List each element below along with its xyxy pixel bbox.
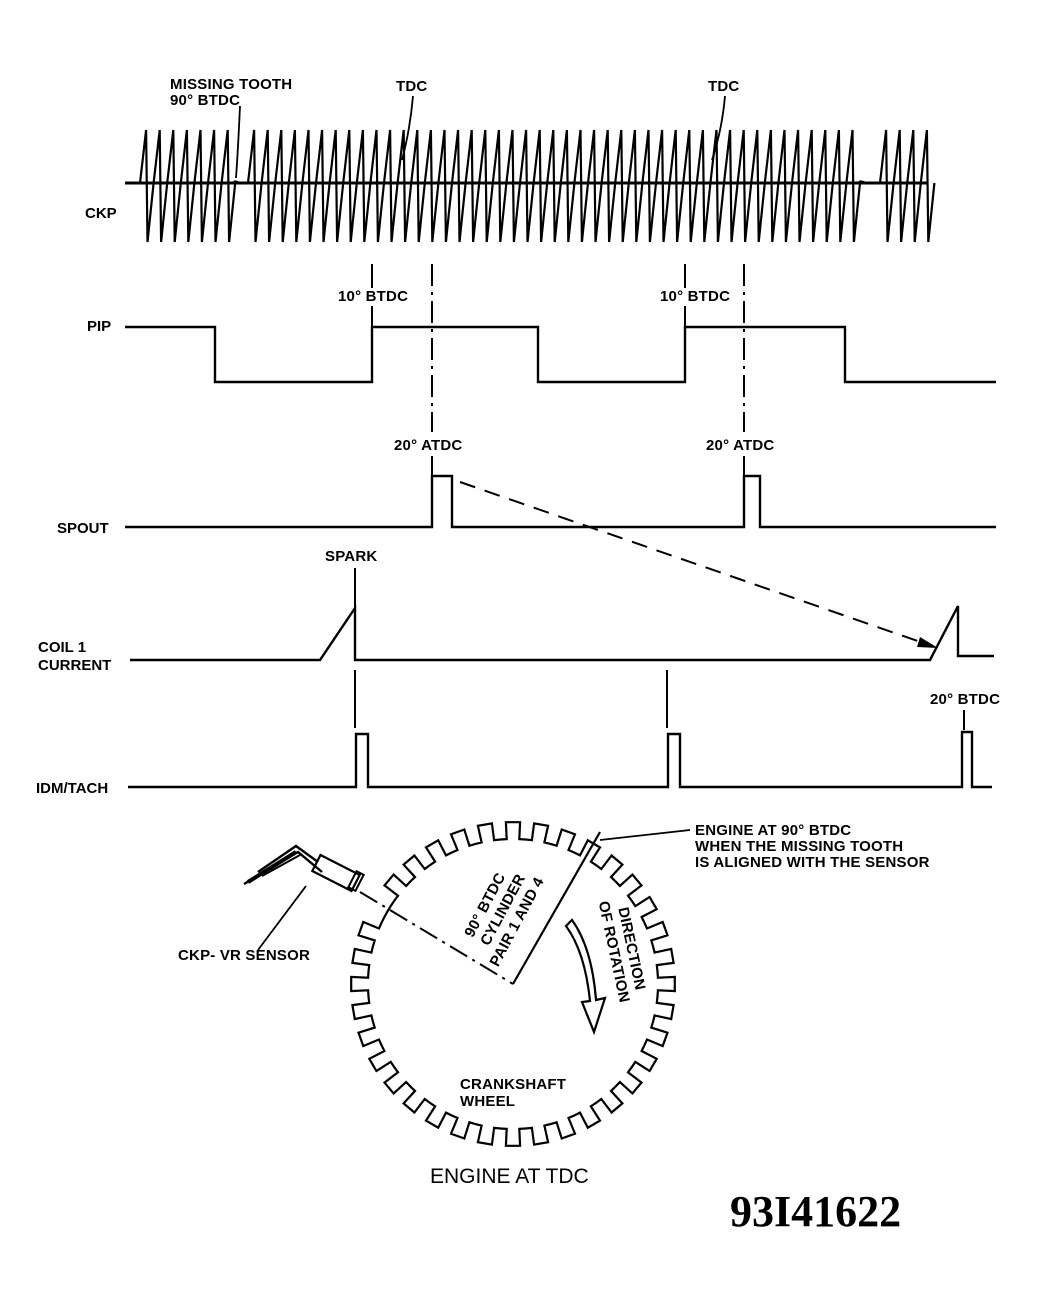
missing-tooth-leader <box>235 105 241 179</box>
atdc20-label-2: 20° ATDC <box>706 437 774 454</box>
sensor-leader <box>257 885 307 951</box>
ckp-label: CKP <box>85 205 117 222</box>
btdc10-label-1: 10° BTDC <box>338 288 408 305</box>
rotation-arrow-icon <box>564 918 607 1036</box>
coil-current-trace <box>130 604 994 662</box>
tdc-leader-1 <box>401 95 414 161</box>
ckp-trace <box>125 129 936 243</box>
engine-note-line2: WHEN THE MISSING TOOTH <box>695 838 903 855</box>
figure-number: 93I41622 <box>730 1187 901 1236</box>
wheel-caption: ENGINE AT TDC <box>430 1165 589 1188</box>
spout-trace <box>125 474 996 529</box>
btdc20-label: 20° BTDC <box>930 691 1000 708</box>
sensor-label: CKP- VR SENSOR <box>178 947 310 964</box>
spout-label: SPOUT <box>57 520 109 537</box>
tdc-label-2: TDC <box>708 78 739 95</box>
pip-trace <box>125 325 996 384</box>
tdc-leader-2 <box>711 95 726 161</box>
engine-note-line1: ENGINE AT 90° BTDC <box>695 822 851 839</box>
btdc10-label-2: 10° BTDC <box>660 288 730 305</box>
spout-to-coil-dashed <box>459 481 933 647</box>
rotation-label: DIRECTION OF ROTATION <box>595 900 649 1005</box>
missing-tooth-label: MISSING TOOTH <box>170 76 292 93</box>
engine-note-line3: IS ALIGNED WITH THE SENSOR <box>695 854 930 871</box>
missing-tooth-angle: 90° BTDC <box>170 92 240 109</box>
crankshaft-wheel-teeth <box>350 821 676 1147</box>
engine-note-leader <box>599 829 691 841</box>
coil-label-1: COIL 1 <box>38 639 86 656</box>
pip-label: PIP <box>87 318 111 335</box>
ckp-vr-sensor <box>243 844 365 893</box>
crankshaft-wheel <box>350 821 676 1147</box>
wheel-label-1: CRANKSHAFT <box>460 1076 566 1093</box>
cylinder-pair-label: 90° BTDC CYLINDER PAIR 1 AND 4 <box>461 870 548 969</box>
atdc20-label-1: 20° ATDC <box>394 437 462 454</box>
spark-label: SPARK <box>325 548 377 565</box>
coil-label-2: CURRENT <box>38 657 111 674</box>
ckp-waveform <box>138 129 936 243</box>
tdc-label-1: TDC <box>396 78 427 95</box>
dashed-arrowhead <box>917 637 938 648</box>
idm-label: IDM/TACH <box>36 780 108 797</box>
idm-trace <box>128 730 992 789</box>
wheel-label-2: WHEEL <box>460 1093 515 1110</box>
sensor-alignment-line <box>359 891 514 985</box>
btdc90-radius-line <box>512 831 601 985</box>
